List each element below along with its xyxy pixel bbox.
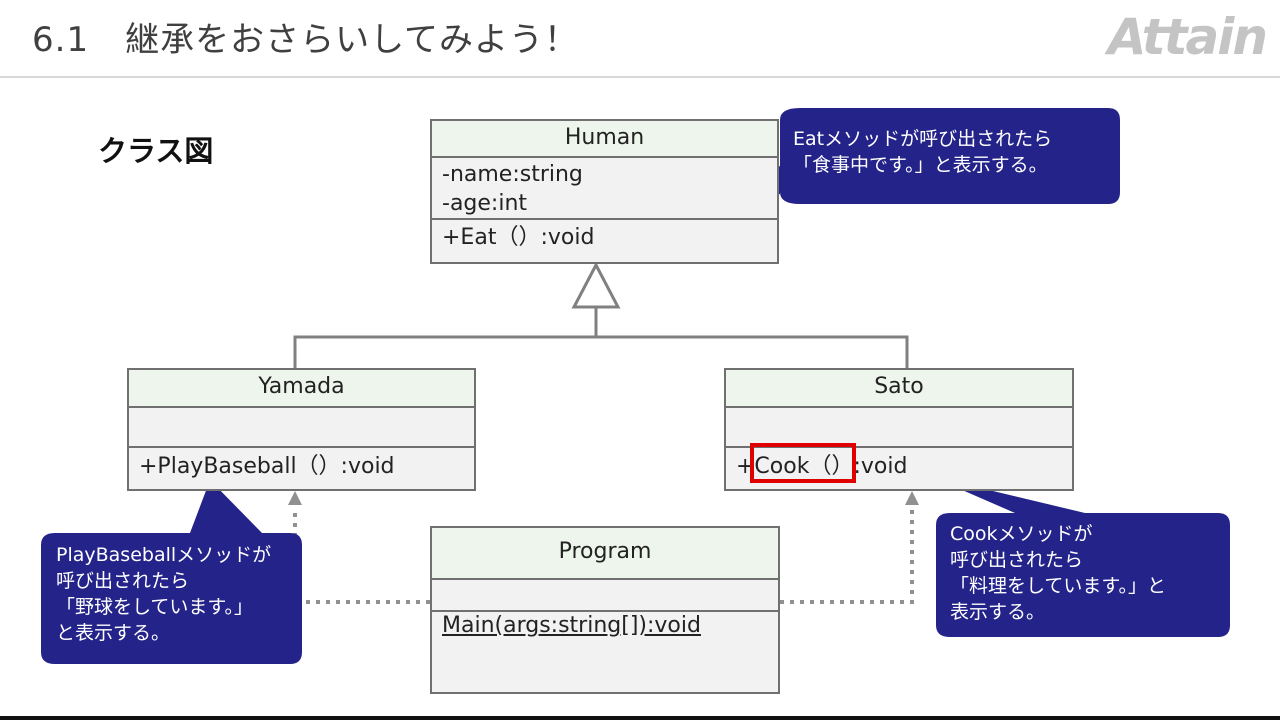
callout-play: PlayBaseballメソッドが 呼び出されたら 「野球をしています。」 と表… bbox=[56, 544, 272, 644]
callout-play-shape bbox=[41, 480, 302, 664]
class-attributes bbox=[726, 408, 1072, 448]
dependency-connector-yamada bbox=[293, 508, 430, 604]
callout-eat: Eatメソッドが呼び出されたら 「食事中です。」と表示する。 bbox=[793, 128, 1053, 176]
section-number: 6.1 bbox=[32, 20, 90, 60]
bottom-rule bbox=[0, 716, 1280, 720]
class-name: Program bbox=[432, 528, 778, 580]
class-attributes bbox=[432, 580, 778, 612]
class-operations: +Cook（）:void bbox=[726, 448, 1072, 485]
operation-line: +Eat（）:void bbox=[442, 225, 595, 250]
operation-line: +Cook（）:void bbox=[736, 454, 908, 479]
dependency-arrowhead-yamada bbox=[288, 491, 302, 505]
title-text: 継承をおさらいしてみよう！ bbox=[125, 20, 580, 60]
callout-cook: Cookメソッドが 呼び出されたら 「料理をしています。」と 表示する。 bbox=[950, 523, 1167, 623]
class-yamada: Yamada +PlayBaseball（）:void bbox=[127, 368, 476, 491]
inheritance-connector bbox=[293, 307, 909, 369]
class-attributes bbox=[129, 408, 474, 448]
class-operations: +PlayBaseball（）:void bbox=[129, 448, 474, 485]
cook-highlight-box bbox=[750, 443, 856, 483]
class-operations: Main(args:string[]):void bbox=[432, 612, 778, 640]
dependency-arrowhead-sato bbox=[905, 491, 919, 505]
class-name: Yamada bbox=[129, 370, 474, 408]
class-name: Sato bbox=[726, 370, 1072, 408]
dependency-connector-sato bbox=[780, 508, 914, 604]
attribute-line: -age:int bbox=[442, 191, 528, 216]
class-sato: Sato +Cook（）:void bbox=[724, 368, 1074, 491]
class-operations: +Eat（）:void bbox=[432, 220, 777, 256]
class-human: Human -name:string -age:int +Eat（）:void bbox=[430, 119, 779, 264]
brand-logo: Attain bbox=[1107, 8, 1268, 66]
attribute-line: -name:string bbox=[442, 162, 583, 187]
section-label: クラス図 bbox=[98, 134, 214, 168]
inheritance-arrowhead bbox=[571, 261, 621, 309]
class-attributes: -name:string -age:int bbox=[432, 158, 777, 220]
operation-line: +PlayBaseball（）:void bbox=[139, 454, 395, 479]
operation-line: Main(args:string[]):void bbox=[442, 613, 701, 638]
slide-header: 6.1 継承をおさらいしてみよう！ Attain bbox=[0, 0, 1280, 78]
class-program: Program Main(args:string[]):void bbox=[430, 526, 780, 694]
class-name: Human bbox=[432, 121, 777, 158]
slide-title: 6.1 継承をおさらいしてみよう！ bbox=[32, 12, 579, 61]
